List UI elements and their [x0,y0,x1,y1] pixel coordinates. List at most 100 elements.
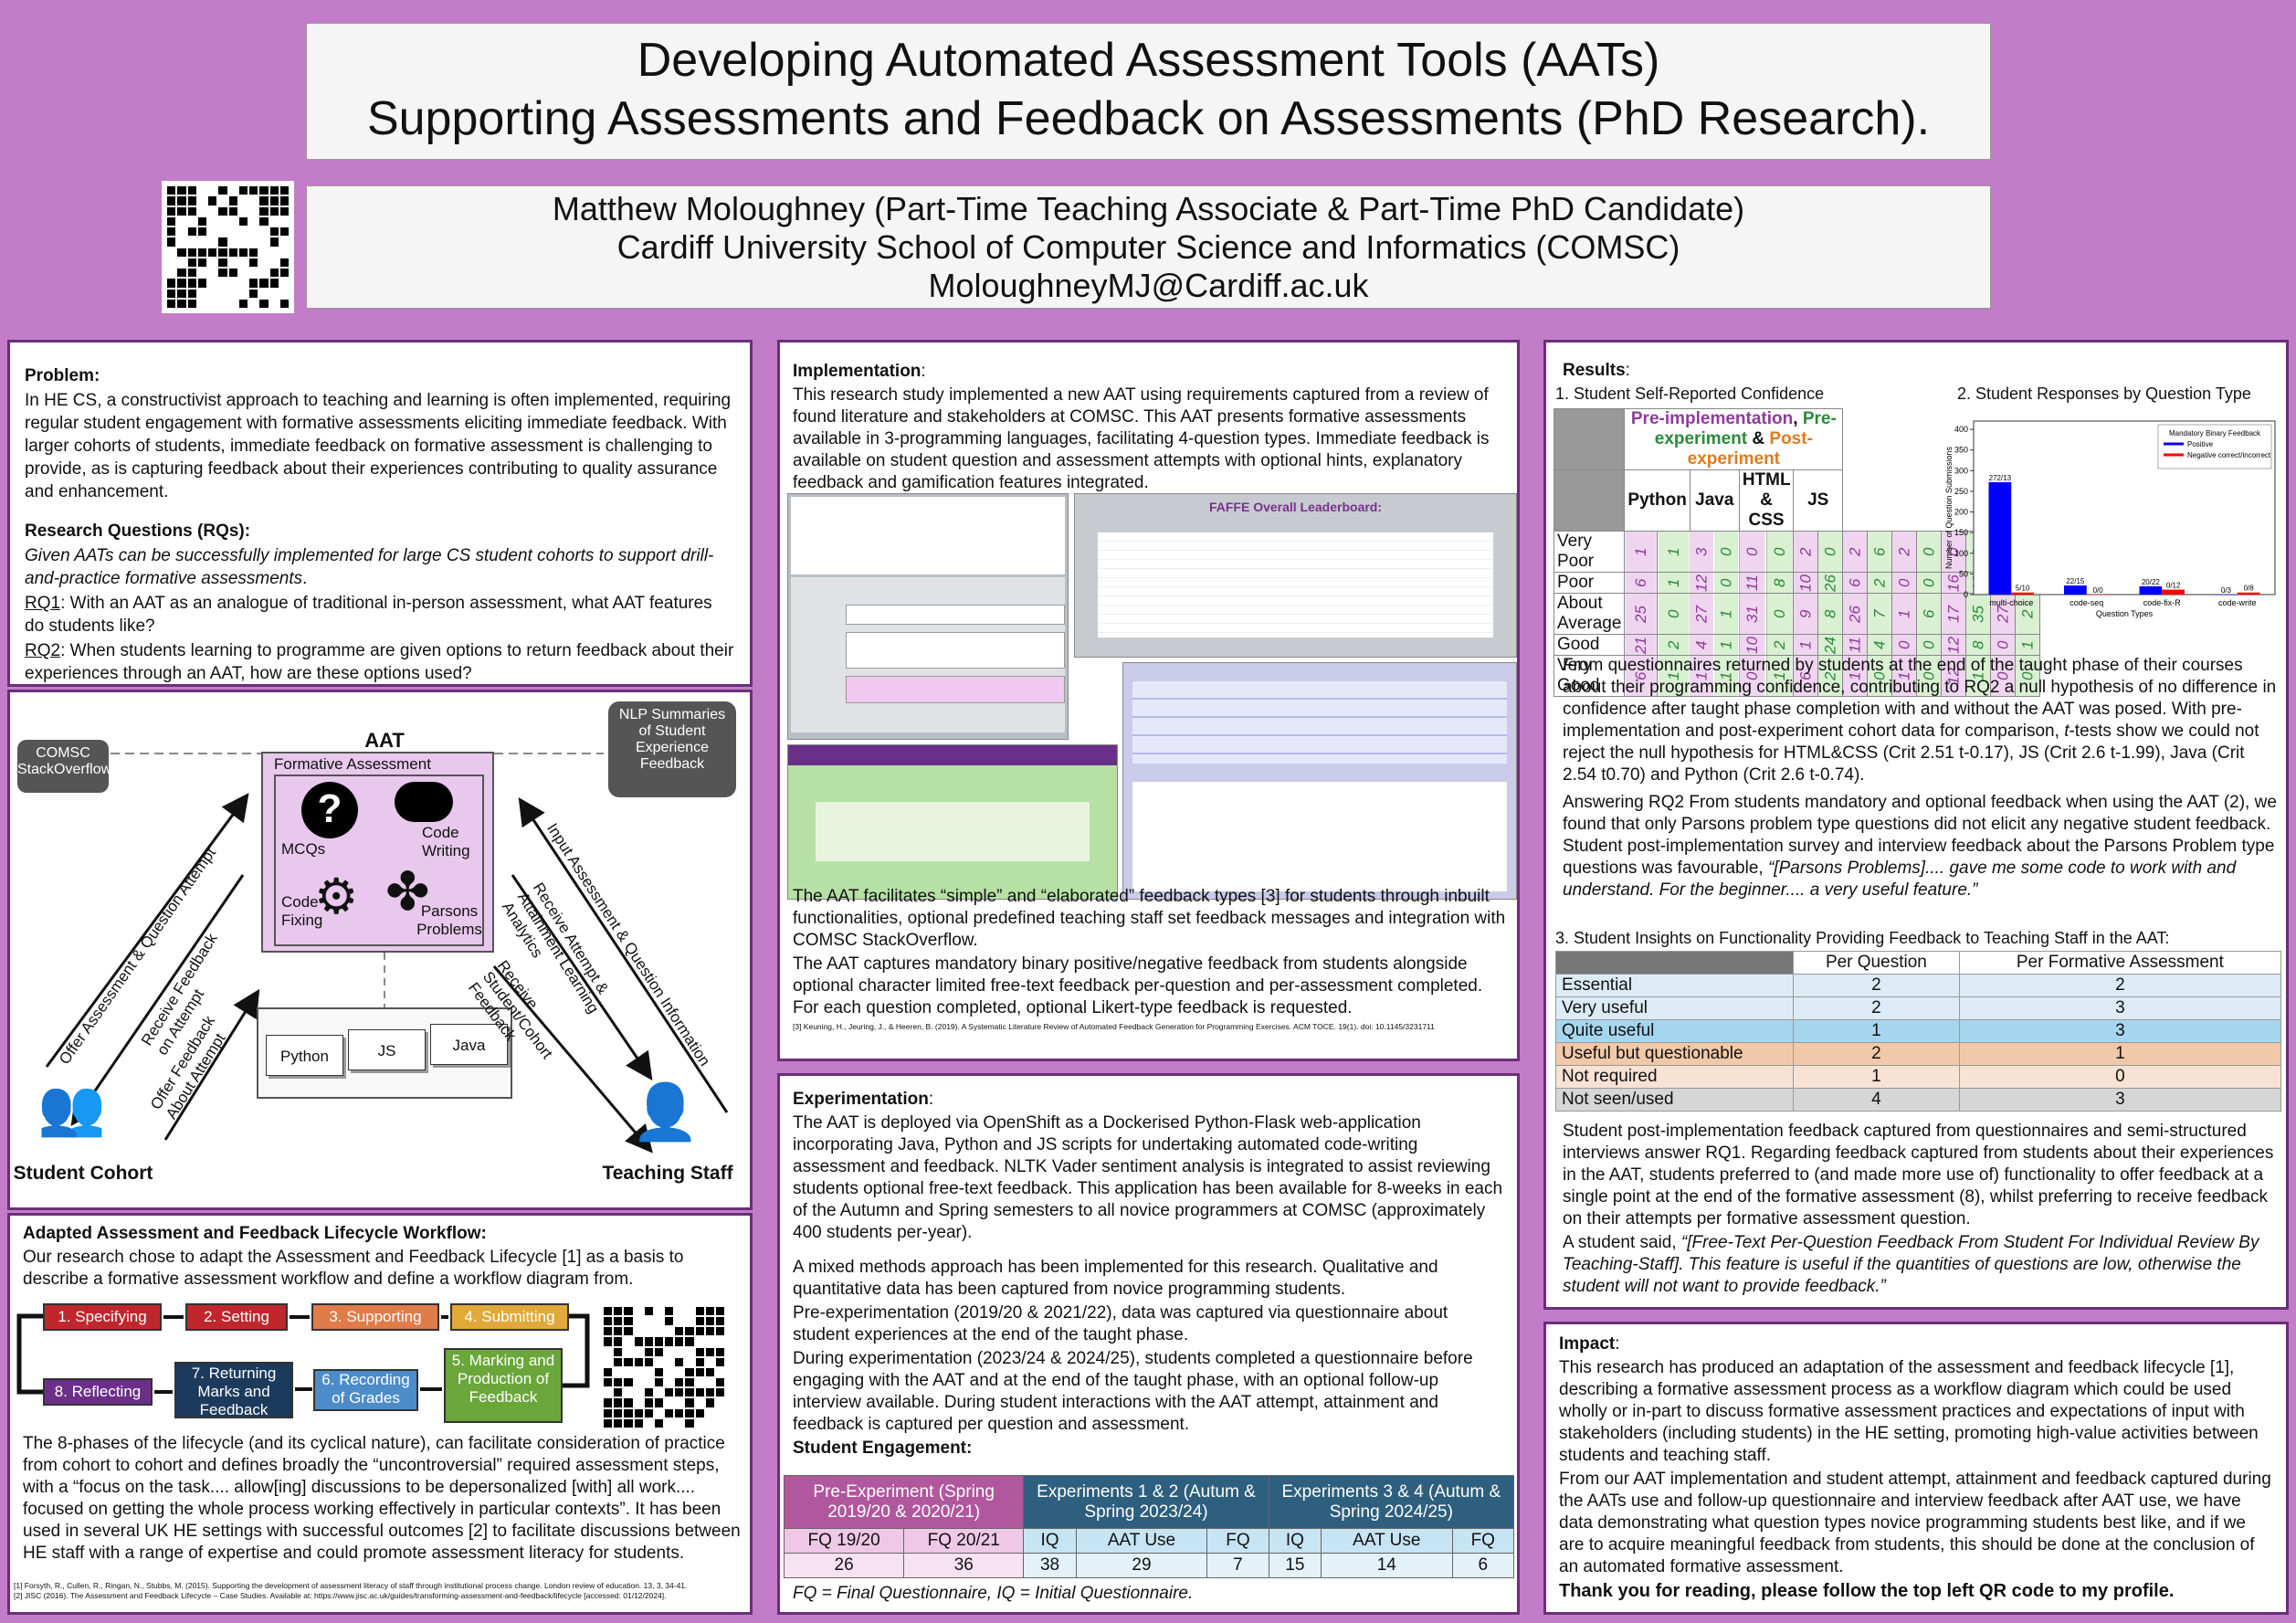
qr-module [634,1317,643,1326]
qr-module [208,196,217,206]
qr-module [279,289,289,298]
eng-val: 6 [1451,1553,1515,1578]
arrow-offer-attempt [45,793,249,1068]
qr-module [695,1307,704,1316]
qr-module [695,1347,704,1356]
qr-module [644,1367,653,1377]
email[interactable]: MoloughneyMJ@Cardiff.ac.uk [928,267,1369,304]
results-colon: : [1625,361,1630,380]
conf-value: 2 [1793,531,1818,573]
qr-module [218,237,227,247]
qr-module [634,1418,643,1428]
eng-group-pre: Pre-Experiment (Spring 2019/20 & 2020/21… [783,1475,1025,1529]
qr-module [624,1337,633,1346]
rq1: RQ1: With an AAT as an analogue of tradi… [25,592,735,638]
qr-module [197,227,206,237]
conf-value: 2 [1867,572,1892,594]
references: [1] Forsyth, R., Cullen, R., Ringan, N.,… [14,1581,750,1601]
qr-module [208,248,217,257]
profile-qr-code[interactable] [162,181,294,313]
engagement-heading: Student Engagement: [793,1439,973,1458]
eng-val: 7 [1206,1553,1269,1578]
qr-module [249,206,258,216]
fb-corner [1555,951,1794,975]
qr-module [705,1307,714,1316]
eng-group-exp12: Experiments 1 & 2 (Autum & Spring 2023/2… [1023,1475,1269,1529]
qr-module [279,227,289,237]
impl-heading-row: Implementation: [793,361,1504,383]
qr-module [249,227,258,237]
qr-module [665,1317,674,1326]
step-submitting: 4. Submitting [450,1303,569,1331]
qr-module [715,1327,724,1336]
qr-module [167,289,176,298]
qr-module [238,279,248,288]
qr-module [695,1367,704,1377]
arrow-receive-cohort-feedback [492,965,653,1154]
impact-colon: : [1615,1334,1620,1354]
qr-module [197,206,206,216]
qr-module [249,186,258,195]
conf-value: 7 [1867,593,1892,635]
impl-text3: The AAT captures mandatory binary positi… [793,954,1483,1017]
qr-module [218,196,227,206]
qr-module [269,258,279,267]
x-tick-label: multi-choice [1989,598,2033,607]
rq2-text: : When students learning to programme ar… [25,641,734,683]
qr-module [634,1408,643,1417]
qr-module [675,1307,684,1316]
conf-value: 21 [1624,634,1658,656]
qr-module [675,1367,684,1377]
fb-cell: 0 [1958,1065,2282,1089]
qr-module [167,299,176,308]
conf-value: 1 [1714,634,1740,656]
chart-bar [1988,481,2012,595]
qr-module [238,258,248,267]
qr-module [269,216,279,226]
fb-col-assessment: Per Formative Assessment [1958,951,2282,975]
qr-module [187,196,196,206]
results-p3: Student post-implementation feedback cap… [1563,1122,2274,1228]
qr-module [705,1398,714,1407]
qr-module [249,237,258,247]
qr-module [177,299,186,308]
results-sub1: 1. Student Self-Reported Confidence [1555,385,1825,403]
qr-module [218,289,227,298]
problem-text: In HE CS, a constructivist approach to t… [25,391,732,501]
qr-module [177,248,186,257]
exp-colon: : [928,1090,934,1109]
exp-heading: Experimentation [793,1090,929,1109]
qr-module [218,299,227,308]
legend-pre: Pre-implementation [1630,409,1794,428]
qr-module [259,206,269,216]
qr-module [228,216,237,226]
qr-module [177,237,186,247]
conf-value: 6 [1624,572,1658,594]
qr-module [685,1378,694,1387]
y-axis-label: Number of Question Submissions [1944,446,1954,569]
impact-heading-row: Impact: [1559,1333,2273,1355]
fb-cell: 1 [1793,1065,1960,1089]
qr-module [614,1337,623,1346]
step-specifying: 1. Specifying [43,1303,162,1331]
qr-module [259,299,269,308]
qr-module [614,1418,623,1428]
legend-title: Mandatory Binary Feedback [2169,429,2261,437]
qr-module [269,186,279,195]
fb-cell: 2 [1793,974,1960,997]
qr-module [614,1367,623,1377]
conf-value: 4 [1867,634,1892,656]
conf-lang-header: Java [1689,469,1740,532]
cycle-return-arrow [16,1313,43,1395]
qr-module [249,248,258,257]
qr-module [249,258,258,267]
screenshot-mcq [787,744,1118,900]
code-writing-icon [395,782,453,822]
qr-module [695,1388,704,1397]
lifecycle-qr-code[interactable] [599,1302,729,1432]
qr-module [685,1398,694,1407]
qr-module [249,279,258,288]
qr-module [208,237,217,247]
qr-module [208,216,217,226]
